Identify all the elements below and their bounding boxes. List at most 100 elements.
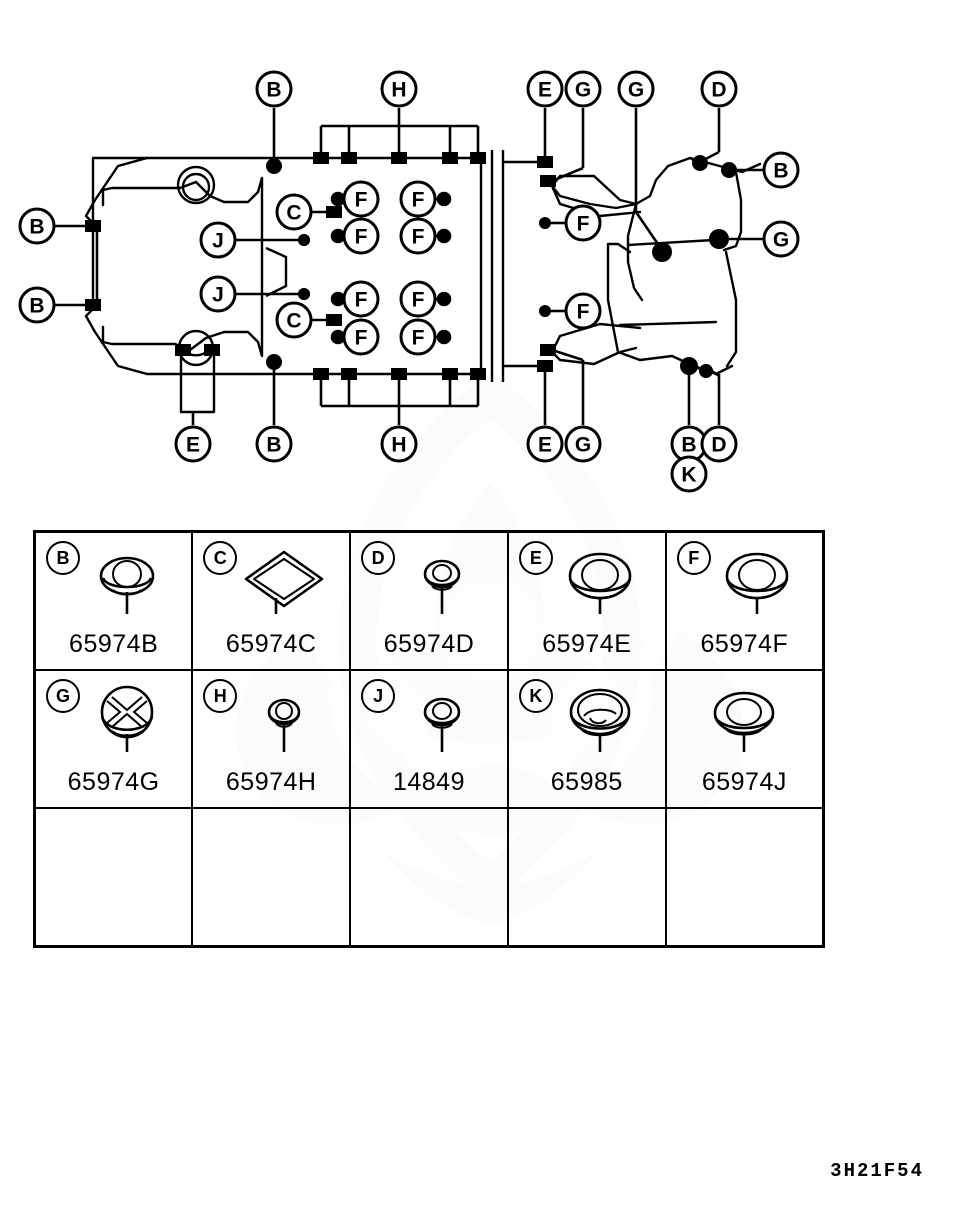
callout-label: K — [681, 464, 696, 487]
callout-badge-f[interactable]: F — [399, 217, 437, 255]
callout-badge-e[interactable]: E — [526, 425, 564, 463]
part-number: 65974J — [701, 768, 787, 796]
part-art — [193, 681, 349, 757]
callout-badge-b[interactable]: B — [255, 70, 293, 108]
callout-badge-h[interactable]: H — [380, 425, 418, 463]
part-illustration-grommet-large — [568, 552, 632, 614]
callout-label: B — [266, 434, 281, 457]
bottom-left-leaders — [191, 108, 276, 425]
part-number: 65974G — [67, 768, 160, 796]
callout-badge-f[interactable]: F — [342, 280, 380, 318]
callout-badge-g[interactable]: G — [564, 70, 602, 108]
part-cell[interactable]: G 65974G — [33, 669, 194, 809]
callout-badge-e[interactable]: E — [174, 425, 212, 463]
callout-label: F — [577, 301, 590, 324]
callout-label: F — [355, 327, 368, 350]
part-cell[interactable]: B 65974B — [33, 530, 194, 671]
callout-badge-c[interactable]: C — [275, 301, 313, 339]
part-art — [667, 543, 822, 619]
part-illustration-plug-small — [423, 697, 461, 752]
part-cell[interactable]: 65974J — [664, 669, 825, 809]
callout-badge-k[interactable]: K — [670, 455, 708, 493]
callout-label: H — [391, 434, 406, 457]
callout-badge-g[interactable]: G — [762, 220, 800, 258]
callout-label: H — [391, 79, 406, 102]
part-number: 14849 — [392, 768, 465, 796]
part-number: 65974E — [542, 630, 632, 658]
callout-badge-b[interactable]: B — [18, 286, 56, 324]
part-illustration-plug-cross — [100, 685, 153, 752]
callout-label: G — [628, 79, 644, 102]
callout-label: D — [711, 434, 726, 457]
callout-label: G — [575, 434, 591, 457]
callout-badge-f[interactable]: F — [399, 180, 437, 218]
callout-badge-f[interactable]: F — [564, 292, 602, 330]
part-illustration-cover-deep — [569, 688, 631, 752]
part-cell-empty — [506, 807, 667, 948]
part-badge-j: J — [361, 679, 396, 713]
part-cell[interactable]: J 14849 — [349, 669, 509, 809]
callout-label: F — [412, 226, 425, 249]
part-badge-c: C — [203, 541, 238, 575]
callout-label: C — [286, 202, 301, 225]
callout-badge-f[interactable]: F — [399, 280, 437, 318]
callout-badge-f[interactable]: F — [399, 318, 437, 356]
callout-badge-g[interactable]: G — [617, 70, 655, 108]
callout-badge-b[interactable]: B — [762, 151, 800, 189]
part-illustration-grommet-domed — [99, 556, 154, 614]
part-cell[interactable]: E 65974E — [506, 530, 667, 671]
part-illustration-grommet-flat — [714, 691, 775, 752]
right-dot-markers — [539, 155, 737, 378]
callout-badge-d[interactable]: D — [700, 425, 738, 463]
part-badge-h: H — [203, 679, 238, 713]
top-h-bracket — [319, 108, 480, 158]
callout-label: F — [412, 289, 425, 312]
callout-badge-e[interactable]: E — [526, 70, 564, 108]
callout-badge-j[interactable]: J — [199, 221, 237, 259]
callout-badge-d[interactable]: D — [700, 70, 738, 108]
callout-badge-f[interactable]: F — [342, 180, 380, 218]
callout-badge-f[interactable]: F — [342, 217, 380, 255]
callout-badge-c[interactable]: C — [275, 193, 313, 231]
part-badge-e: E — [518, 541, 553, 575]
part-art — [351, 543, 507, 619]
part-number: 65974F — [700, 630, 789, 658]
callout-badge-h[interactable]: H — [380, 70, 418, 108]
callout-label: J — [212, 230, 224, 253]
callout-badge-j[interactable]: J — [199, 275, 237, 313]
part-number: 65974B — [69, 630, 159, 658]
callout-label: B — [773, 160, 788, 183]
part-number: 65974H — [225, 768, 317, 796]
part-badge-g: G — [46, 679, 80, 713]
right-body-outline — [501, 156, 762, 376]
callout-badge-b[interactable]: B — [18, 207, 56, 245]
callout-badge-b[interactable]: B — [255, 425, 293, 463]
part-illustration-plug-tiny — [267, 698, 301, 752]
part-cell-empty — [33, 807, 194, 948]
callout-badge-f[interactable]: F — [342, 318, 380, 356]
part-badge-d: D — [361, 541, 396, 575]
callout-badge-f[interactable]: F — [564, 204, 602, 242]
callout-label: B — [29, 295, 44, 318]
callout-label: B — [681, 434, 696, 457]
callout-label: E — [538, 79, 552, 102]
part-art — [193, 543, 349, 619]
callout-label: B — [266, 79, 281, 102]
part-cell-empty — [664, 807, 825, 948]
callout-badge-g[interactable]: G — [564, 425, 602, 463]
right-leader-group — [543, 108, 763, 425]
part-badge-b: B — [46, 541, 80, 575]
part-illustration-plug-small — [423, 559, 461, 614]
center-extra-dots — [298, 234, 310, 300]
callout-label: B — [29, 216, 44, 239]
part-illustration-grommet-large — [726, 552, 789, 614]
center-floor-panel — [255, 150, 505, 382]
part-cell[interactable]: H 65974H — [191, 669, 352, 809]
callout-label: D — [711, 79, 726, 102]
